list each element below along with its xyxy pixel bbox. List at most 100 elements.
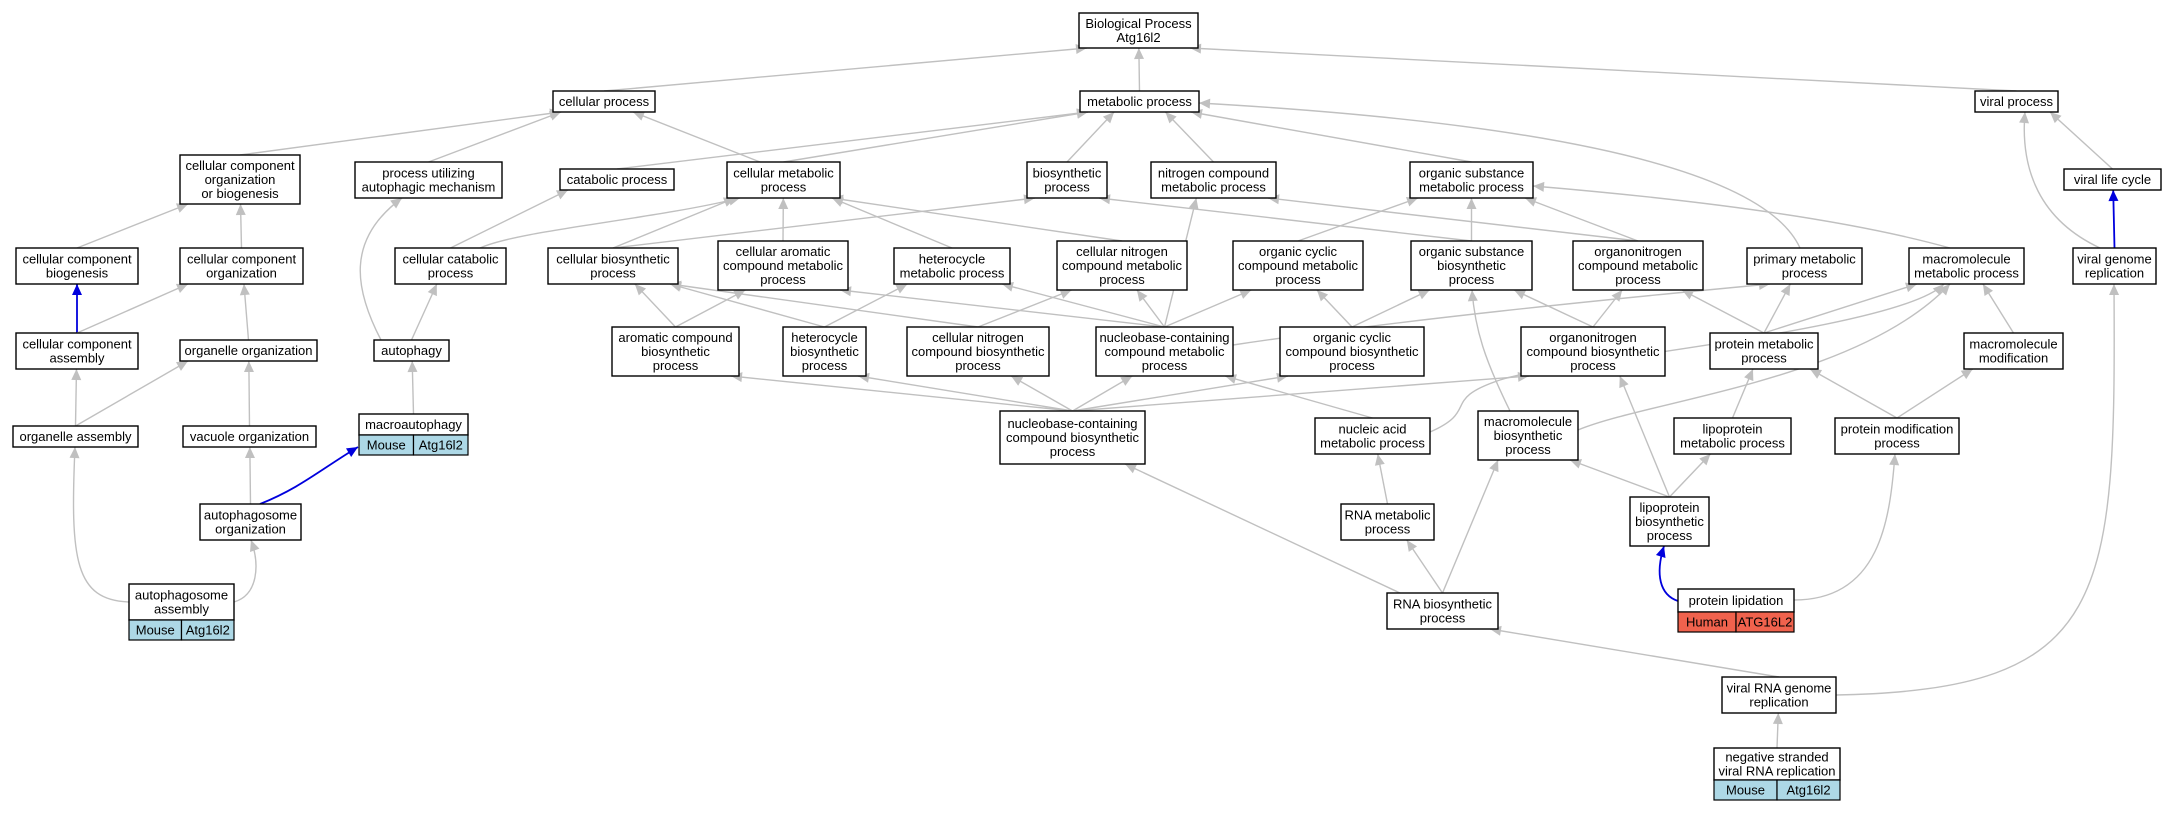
node-label-line: cellular nitrogen	[932, 330, 1024, 345]
go-term-organelle-assembly[interactable]: organelle assembly	[12, 425, 139, 448]
edge-cellular-nitrogen-metabolic-to-cellular-metabolic	[831, 194, 1123, 242]
arrowhead	[1120, 376, 1133, 386]
go-term-viral-process[interactable]: viral process	[1974, 90, 2059, 113]
edge-line	[1532, 185, 1951, 249]
go-term-organelle-organization[interactable]: organelle organization	[179, 339, 318, 362]
edge-autophagy-to-cellular-catabolic	[410, 283, 438, 341]
edge-line	[783, 111, 1089, 163]
edge-nucleobase-biosynthetic-to-nucleobase-metabolic	[1072, 375, 1133, 412]
node-box	[1150, 161, 1277, 199]
node-label-line: compound metabolic	[1062, 258, 1182, 273]
node-label-line: process	[1505, 442, 1551, 457]
arrowhead	[71, 369, 82, 381]
go-term-autophagy[interactable]: autophagy	[373, 339, 450, 362]
arrowhead	[2019, 112, 2030, 124]
node-label-line: RNA metabolic	[1345, 508, 1431, 523]
node-box	[199, 503, 302, 541]
go-term-metabolic-process[interactable]: metabolic process	[1079, 90, 1200, 113]
node-label-line: process	[1420, 611, 1466, 626]
node-label-line: process	[1142, 358, 1188, 373]
edge-cc-assembly-to-cc-organization	[76, 283, 189, 334]
go-term-cellular-process[interactable]: cellular process	[552, 90, 656, 113]
edge-process-utilizing-to-cellular-process	[428, 111, 562, 163]
node-box	[717, 240, 849, 291]
edge-organic-cyclic-biosynthetic-to-organic-cyclic-metabolic	[1316, 289, 1353, 328]
node-label-line: compound biosynthetic	[912, 344, 1045, 359]
node-label-line: assembly	[50, 351, 105, 366]
go-term-macroautophagy[interactable]: macroautophagy	[358, 413, 469, 436]
edge-line	[1164, 289, 1252, 328]
node-box	[1279, 326, 1425, 377]
edge-protein-modification-to-macromolecule-modification	[1896, 368, 1974, 419]
species-label: Mouse	[367, 438, 406, 453]
go-term-viral-life-cycle[interactable]: viral life cycle	[2063, 168, 2162, 191]
arrowhead	[1682, 290, 1695, 300]
arrowhead	[346, 447, 358, 457]
edge-autophagosome-organization-to-vacuole-organization	[244, 446, 255, 505]
edge-organic-substance-biosynthetic-to-organic-substance-metabolic	[1466, 198, 1477, 241]
go-term-catabolic-process[interactable]: catabolic process	[559, 168, 675, 191]
node-box	[1340, 503, 1435, 541]
node-label-line: vacuole organization	[190, 429, 309, 444]
edge-rna-biosynthetic-to-macromolecule-biosynthetic	[1441, 459, 1499, 594]
edge-organic-cyclic-metabolic-to-organic-substance-metabolic	[1297, 197, 1419, 242]
arrowhead	[1889, 454, 1900, 466]
go-term-protein-lipidation[interactable]: protein lipidation	[1677, 588, 1795, 613]
edge-line	[1835, 283, 2115, 696]
edge-viral-rna-genome-replication-to-viral-genome-replication	[1835, 283, 2120, 696]
edge-viral-life-cycle-to-viral-process	[2049, 111, 2113, 170]
arrowhead	[243, 361, 254, 373]
edge-line	[1489, 628, 1780, 678]
arrowhead	[1810, 369, 1823, 379]
go-term-vacuole-organization[interactable]: vacuole organization	[182, 425, 317, 448]
arrowhead	[1188, 198, 1199, 210]
gene-label: Atg16l2	[419, 438, 463, 453]
edge-autophagosome-assembly-to-organelle-assembly	[69, 446, 130, 603]
node-label-line: biosynthetic	[641, 344, 710, 359]
edge-line	[479, 197, 741, 249]
node-box	[179, 339, 318, 362]
